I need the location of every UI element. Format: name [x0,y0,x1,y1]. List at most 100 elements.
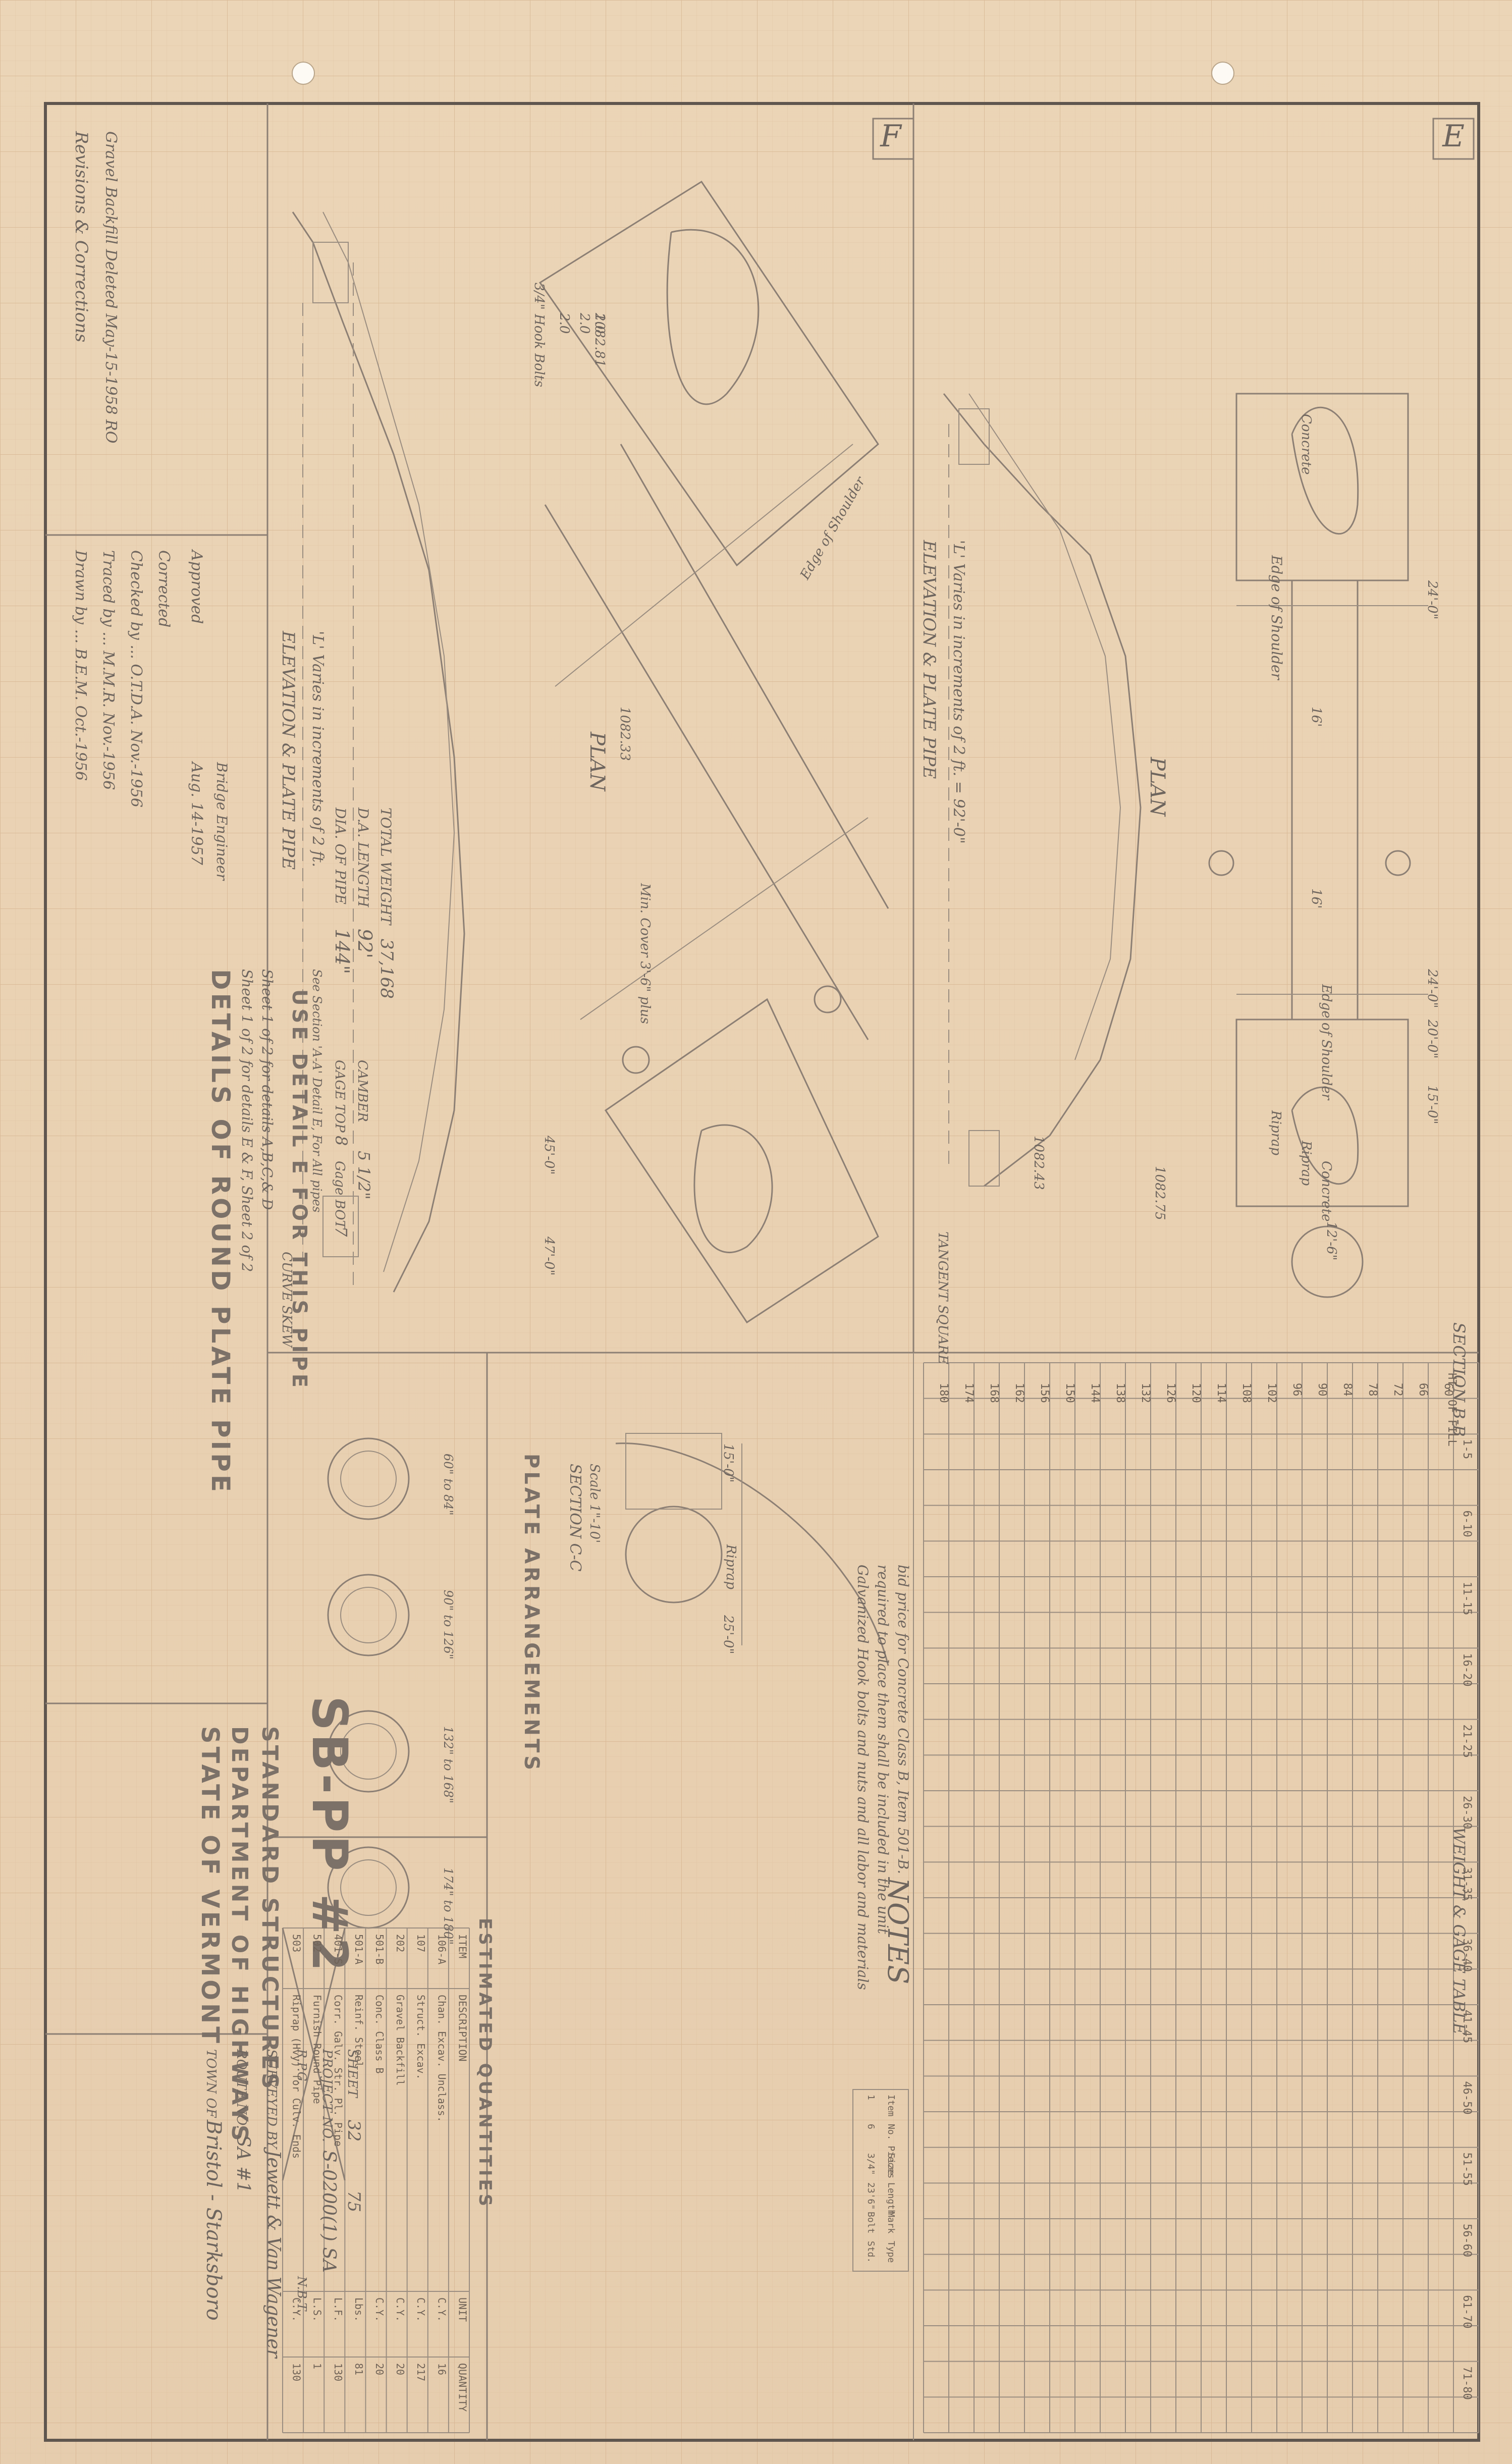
weight-table-fill-range: 31-35 [1461,1867,1473,1900]
section-bb-title: SECTION B-B [1449,1322,1469,1437]
bolt-table-header: Length [886,2182,896,2215]
f-station-marker-1 [622,1046,650,1074]
e-elevation-profile [943,393,1142,1187]
f-elevation-title: ELEVATION & PLATE PIPE [278,630,298,870]
dimension-label: 20'-0" [1425,1019,1440,1059]
weight-table-fill-range: 11-15 [1461,1582,1473,1615]
route-value: SA #1 [233,2135,253,2193]
weight-table-diameter: 120 [1190,1383,1202,1403]
dimension-label: 45'-0" [542,1135,557,1175]
weight-table-fill-range: 6-10 [1461,1511,1473,1537]
notes-line-2: required to place them shall be included… [875,1565,891,1935]
quantities-cell: Riprap (Hvy) for Culv. Ends [291,1995,303,2159]
weight-table-fill-range: 56-60 [1461,2224,1473,2257]
quantities-cell: C.Y. [415,2297,427,2322]
town-value: Bristol - Starksboro [202,2119,225,2321]
weight-table-diameter: 132 [1139,1383,1152,1403]
weight-table-diameter: 126 [1164,1383,1177,1403]
bolt-table-header: Size [886,2153,896,2175]
sheet-ref-2: Sheet 1 of 2 for details A,B,C,& D [259,969,276,1210]
section-cc-pipe [625,1506,723,1603]
plate-range-label: 90" to 126" [441,1590,455,1659]
weight-table-diameter: 144 [1089,1383,1101,1403]
weight-table-header-label: HT. OF FILL [1445,1373,1458,1447]
quantities-cell: Struct. Excav. [415,1995,427,2080]
quantities-cell: Chan. Excav. Unclass. [436,1995,448,2122]
tangent-square-label: TANGENT SQUARE [935,1231,950,1364]
plate-ring-2 [327,1574,410,1656]
checked-by: Checked by ... O.T.D.A. Nov.-1956 [127,550,145,808]
section-cc-scale: Scale 1"-10' [587,1464,602,1543]
tag-box-f [872,118,914,160]
concrete-label-1: Concrete [1299,414,1314,475]
quantities-cell: 501-A [353,1934,365,1964]
quantities-cell: 16 [436,2363,448,2375]
surveyed-value: Jewett & Van Wagener [263,2147,284,2359]
weight-table-diameter: 180 [937,1383,950,1403]
elevation-label: 1082.75 [1152,1166,1167,1220]
gage-value: 8 [332,1136,351,1146]
quantities-cell: 20 [373,2363,386,2375]
quantities-cell: 217 [415,2363,427,2381]
quantities-cell: 1 [311,2363,323,2369]
bolt-table-cell: Bolt [866,2212,876,2233]
dia-value: 144" [331,929,353,974]
weight-table-fill-range: 41-45 [1461,2010,1473,2043]
quantities-cell: 502 [311,1934,323,1952]
dimension-label: 2.0 [577,312,592,334]
e-plan-outlet-headwall [1235,1019,1409,1207]
f-varies-note: 'L' Varies in increments of 2 ft. [309,631,327,867]
computed-value: R.P.G. [295,2049,309,2085]
details-title: DETAILS OF ROUND PLATE PIPE [206,969,235,1495]
plate-arrangements-title: PLATE ARRANGEMENTS [520,1454,543,1773]
edge-of-shoulder-label-2: Edge of Shoulder [1319,984,1334,1101]
weight-table-diameter: 90 [1316,1383,1328,1397]
weight-table-diameter: 114 [1215,1383,1227,1403]
f-plan-pipe-left [544,504,869,1040]
riprap-label-1: Riprap [1299,1140,1314,1186]
f-plan-outlet-ellipse [693,1124,773,1253]
quantities-cell: 130 [291,2363,303,2381]
f-plan-lower-end [604,998,879,1324]
quantities-cell: Gravel Backfill [394,1995,406,2086]
plate-range-label: 132" to 168" [441,1726,455,1803]
dimension-label: 24'-0" [1425,969,1440,1008]
weight-table-fill-range: 51-55 [1461,2153,1473,2186]
bolt-table-cell: 1 [866,2095,876,2100]
weight-table-fill-range: 36-40 [1461,1939,1473,1972]
riprap-label-3: Riprap [723,1544,738,1589]
tag-f: F [880,119,902,154]
quantities-header: UNIT [456,2297,468,2322]
bolt-table-header: Type [886,2241,896,2263]
revisions-title: Revisions & Corrections [71,131,91,342]
quantities-cell: Furnish Round Pipe [311,1995,323,2104]
e-plan-title: PLAN [1146,757,1169,817]
weight-table-fill-range: 16-20 [1461,1653,1473,1686]
use-detail: USE DETAIL E FOR THIS PIPE [288,989,311,1390]
notes-line-1: Galvanized Hook bolts and nuts and all l… [854,1565,871,1990]
e-varies-note: 'L' Varies in increments of 2 ft. = 92'-… [950,540,967,844]
dimension-label: 15'-0" [1425,1085,1440,1124]
dimension-label: 16' [1309,707,1324,727]
weight-table-diameter: 60 [1442,1383,1454,1397]
da-value: 92' [354,929,376,958]
surveyed-label: SURVEYED BY [264,2049,279,2150]
dimension-label: 24'-0" [1425,580,1440,620]
dimension-label: 2.0 [557,312,572,334]
e-elevation-title: ELEVATION & PLATE PIPE [919,540,939,779]
quantities-title: ESTIMATED QUANTITIES [475,1918,495,2209]
weight-table-diameter: 102 [1265,1383,1278,1403]
plate-range-label: 174" to 180" [441,1867,455,1945]
quantities-cell: C.Y. [291,2297,303,2322]
approved-label: Approved [188,549,205,624]
quantities-cell: 503 [291,1934,303,1952]
gage-label: GAGE TOP [332,1060,347,1133]
bolt-table-cell: 6 [866,2124,876,2129]
quantities-cell: 130 [332,2363,344,2381]
tag-e: E [1442,119,1465,154]
weight-table-diameter: 138 [1114,1383,1126,1403]
